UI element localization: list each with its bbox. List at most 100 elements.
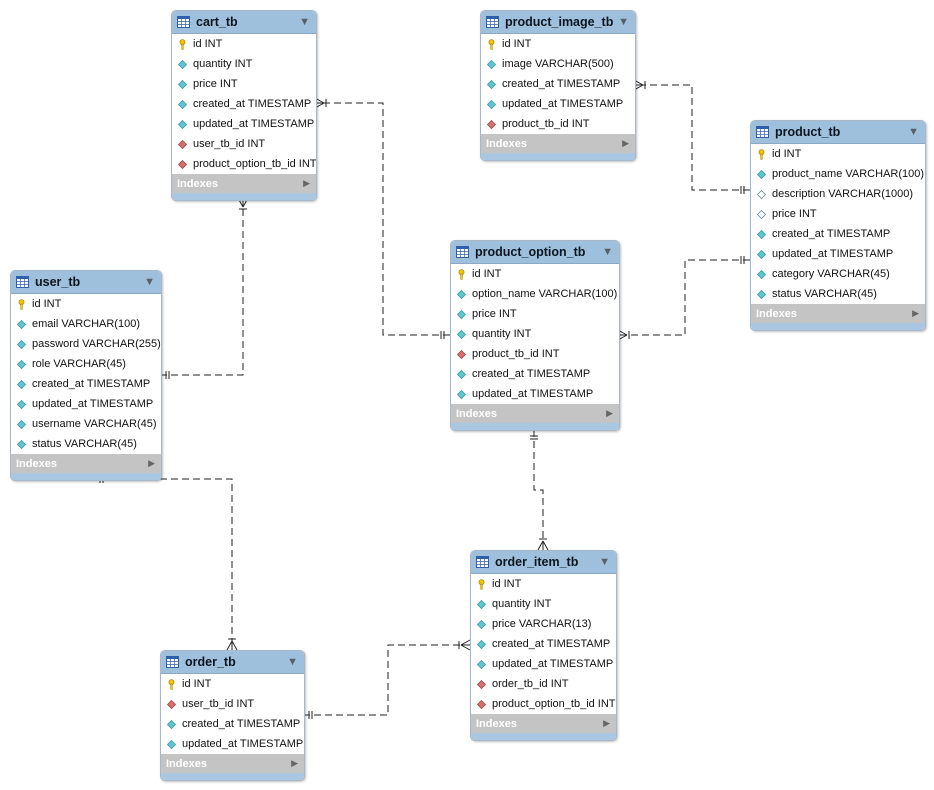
one-cardinality-mark — [740, 186, 745, 194]
collapse-triangle-icon[interactable]: ▼ — [618, 16, 629, 28]
column-label: role VARCHAR(45) — [32, 358, 126, 370]
table-column[interactable]: category VARCHAR(45) — [751, 264, 925, 284]
table-column[interactable]: product_option_tb_id INT — [172, 154, 316, 174]
table-column[interactable]: updated_at TIMESTAMP — [471, 654, 616, 674]
table-column[interactable]: updated_at TIMESTAMP — [481, 94, 635, 114]
table-column[interactable]: order_tb_id INT — [471, 674, 616, 694]
column-diamond-icon — [456, 309, 467, 319]
table-column[interactable]: username VARCHAR(45) — [11, 414, 161, 434]
relationship-option-cart[interactable] — [314, 97, 450, 339]
table-column[interactable]: user_tb_id INT — [172, 134, 316, 154]
table-header[interactable]: product_option_tb▼ — [451, 241, 619, 264]
relationship-order-orderitem[interactable] — [303, 639, 471, 719]
column-diamond-icon — [16, 379, 27, 389]
indexes-section[interactable]: Indexes▶ — [161, 754, 304, 773]
table-column[interactable]: created_at TIMESTAMP — [161, 714, 304, 734]
collapse-triangle-icon[interactable]: ▼ — [599, 556, 610, 568]
column-label: category VARCHAR(45) — [772, 268, 890, 280]
many-cardinality-mark — [537, 538, 549, 551]
relationship-product-option[interactable] — [617, 256, 750, 341]
table-column[interactable]: id INT — [481, 34, 635, 54]
indexes-section[interactable]: Indexes▶ — [11, 454, 161, 473]
table-column[interactable]: created_at TIMESTAMP — [172, 94, 316, 114]
collapse-triangle-icon[interactable]: ▼ — [299, 16, 310, 28]
indexes-section[interactable]: Indexes▶ — [451, 404, 619, 423]
table-column[interactable]: created_at TIMESTAMP — [11, 374, 161, 394]
table-column[interactable]: created_at TIMESTAMP — [451, 364, 619, 384]
collapse-triangle-icon[interactable]: ▼ — [602, 246, 613, 258]
expand-arrow-icon[interactable]: ▶ — [603, 718, 610, 728]
table-header[interactable]: order_tb▼ — [161, 651, 304, 674]
expand-arrow-icon[interactable]: ▶ — [912, 308, 919, 318]
table-column[interactable]: password VARCHAR(255) — [11, 334, 161, 354]
column-label: created_at TIMESTAMP — [772, 228, 891, 240]
table-icon — [476, 556, 489, 568]
indexes-section[interactable]: Indexes▶ — [172, 174, 316, 193]
table-column[interactable]: price INT — [451, 304, 619, 324]
collapse-triangle-icon[interactable]: ▼ — [908, 126, 919, 138]
relationship-user-cart[interactable] — [160, 197, 249, 379]
table-column[interactable]: updated_at TIMESTAMP — [751, 244, 925, 264]
table-column[interactable]: user_tb_id INT — [161, 694, 304, 714]
table-column[interactable]: id INT — [451, 264, 619, 284]
expand-arrow-icon[interactable]: ▶ — [291, 758, 298, 768]
indexes-section[interactable]: Indexes▶ — [481, 134, 635, 153]
table-column[interactable]: quantity INT — [451, 324, 619, 344]
table-column[interactable]: product_option_tb_id INT — [471, 694, 616, 714]
table-column[interactable]: created_at TIMESTAMP — [751, 224, 925, 244]
table-footer — [11, 473, 161, 480]
indexes-section[interactable]: Indexes▶ — [751, 304, 925, 323]
table-column[interactable]: price VARCHAR(13) — [471, 614, 616, 634]
table-column[interactable]: id INT — [471, 574, 616, 594]
table-column[interactable]: created_at TIMESTAMP — [481, 74, 635, 94]
table-column[interactable]: id INT — [751, 144, 925, 164]
table-column[interactable]: email VARCHAR(100) — [11, 314, 161, 334]
column-label: status VARCHAR(45) — [772, 288, 877, 300]
table-header[interactable]: cart_tb▼ — [172, 11, 316, 34]
table-column[interactable]: quantity INT — [172, 54, 316, 74]
table-header[interactable]: user_tb▼ — [11, 271, 161, 294]
table-column[interactable]: product_tb_id INT — [451, 344, 619, 364]
relationship-user-order[interactable] — [94, 475, 238, 651]
table-column[interactable]: price INT — [751, 204, 925, 224]
collapse-triangle-icon[interactable]: ▼ — [287, 656, 298, 668]
table-header[interactable]: product_tb▼ — [751, 121, 925, 144]
relationship-product-image[interactable] — [633, 79, 750, 194]
table-column[interactable]: updated_at TIMESTAMP — [451, 384, 619, 404]
table-column[interactable]: product_name VARCHAR(100) — [751, 164, 925, 184]
collapse-triangle-icon[interactable]: ▼ — [144, 276, 155, 288]
column-label: created_at TIMESTAMP — [193, 98, 312, 110]
table-header[interactable]: product_image_tb▼ — [481, 11, 635, 34]
table-column[interactable]: id INT — [172, 34, 316, 54]
table-column[interactable]: price INT — [172, 74, 316, 94]
expand-arrow-icon[interactable]: ▶ — [606, 408, 613, 418]
table-column[interactable]: updated_at TIMESTAMP — [11, 394, 161, 414]
table-column[interactable]: id INT — [11, 294, 161, 314]
table-column[interactable]: created_at TIMESTAMP — [471, 634, 616, 654]
indexes-section[interactable]: Indexes▶ — [471, 714, 616, 733]
table-column[interactable]: quantity INT — [471, 594, 616, 614]
relationship-option-orderitem[interactable] — [530, 430, 549, 551]
column-diamond-icon — [166, 739, 177, 749]
table-column[interactable]: updated_at TIMESTAMP — [161, 734, 304, 754]
table-column[interactable]: status VARCHAR(45) — [751, 284, 925, 304]
expand-arrow-icon[interactable]: ▶ — [622, 138, 629, 148]
table-column[interactable]: status VARCHAR(45) — [11, 434, 161, 454]
table-column[interactable]: option_name VARCHAR(100) — [451, 284, 619, 304]
table-column[interactable]: updated_at TIMESTAMP — [172, 114, 316, 134]
expand-arrow-icon[interactable]: ▶ — [303, 178, 310, 188]
table-column[interactable]: image VARCHAR(500) — [481, 54, 635, 74]
table-column[interactable]: id INT — [161, 674, 304, 694]
table-column[interactable]: description VARCHAR(1000) — [751, 184, 925, 204]
table-header[interactable]: order_item_tb▼ — [471, 551, 616, 574]
table-column[interactable]: role VARCHAR(45) — [11, 354, 161, 374]
table-column[interactable]: product_tb_id INT — [481, 114, 635, 134]
expand-arrow-icon[interactable]: ▶ — [148, 458, 155, 468]
